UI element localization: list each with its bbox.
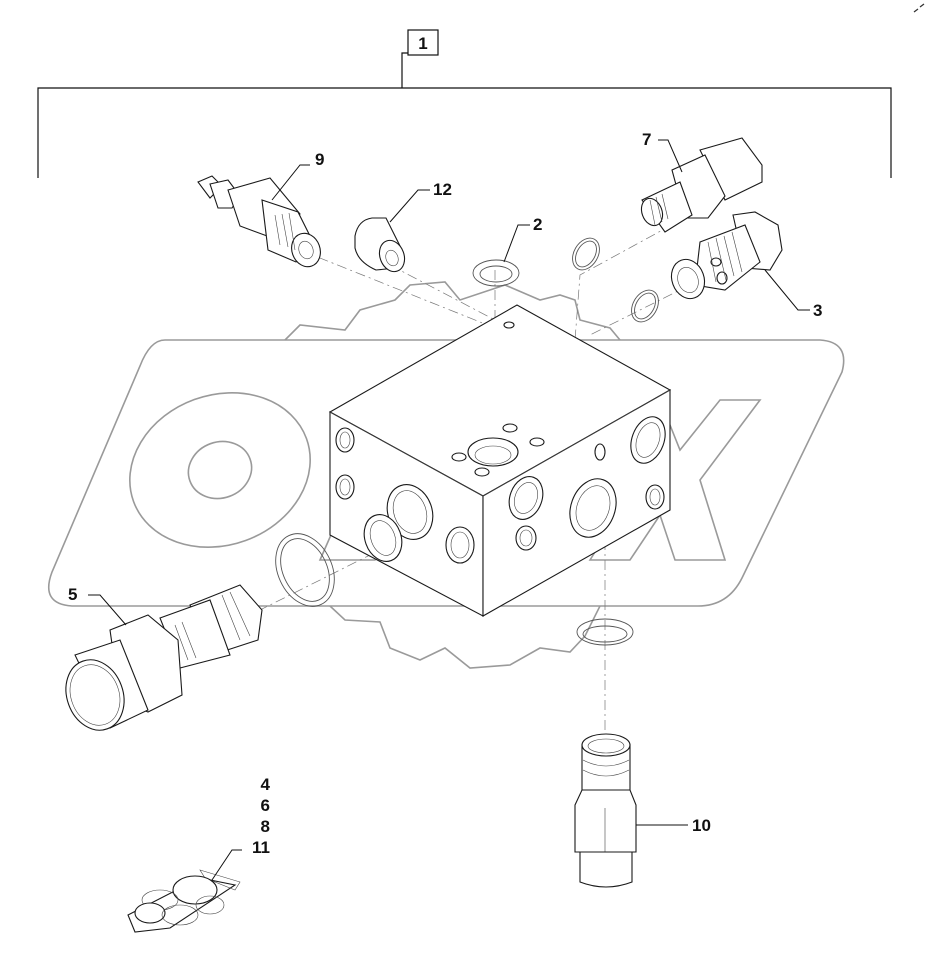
part-9-quick-coupler[interactable] [197, 175, 325, 271]
part-12-plug[interactable] [354, 217, 409, 275]
callout-11[interactable]: 11 [252, 838, 270, 857]
callout-12[interactable]: 12 [433, 180, 452, 199]
callout-2[interactable]: 2 [533, 215, 542, 234]
o-ring-small-lower[interactable] [626, 285, 664, 326]
callout-leaders [88, 139, 810, 881]
part-3-banjo-bolt[interactable] [666, 211, 783, 303]
seal-kit-bag[interactable] [127, 869, 241, 933]
callout-3[interactable]: 3 [813, 301, 822, 320]
part-2-o-ring[interactable] [472, 259, 520, 287]
callout-5[interactable]: 5 [68, 585, 77, 604]
callout-8[interactable]: 8 [260, 817, 270, 836]
callout-6[interactable]: 6 [260, 796, 270, 815]
seal-kit-callouts: 4 6 8 11 [244, 774, 270, 858]
assembly-label-box[interactable] [407, 29, 439, 56]
assembly-number[interactable]: 1 [418, 34, 427, 53]
corner-mark [913, 3, 925, 13]
o-ring-small-upper[interactable] [567, 233, 605, 274]
part-10-connector[interactable] [574, 733, 637, 888]
assembly-bracket [37, 29, 892, 178]
callout-numbers: 1 9 12 2 7 3 5 10 [68, 34, 822, 835]
o-ring-bottom[interactable] [576, 618, 634, 646]
part-7-adapter[interactable] [638, 137, 763, 233]
part-5-connector[interactable] [56, 584, 263, 738]
callout-4[interactable]: 4 [260, 775, 270, 794]
o-ring-large-left[interactable] [264, 524, 345, 616]
valve-block[interactable] [328, 304, 672, 617]
callout-9[interactable]: 9 [315, 150, 324, 169]
callout-7[interactable]: 7 [642, 130, 651, 149]
callout-10[interactable]: 10 [692, 816, 711, 835]
